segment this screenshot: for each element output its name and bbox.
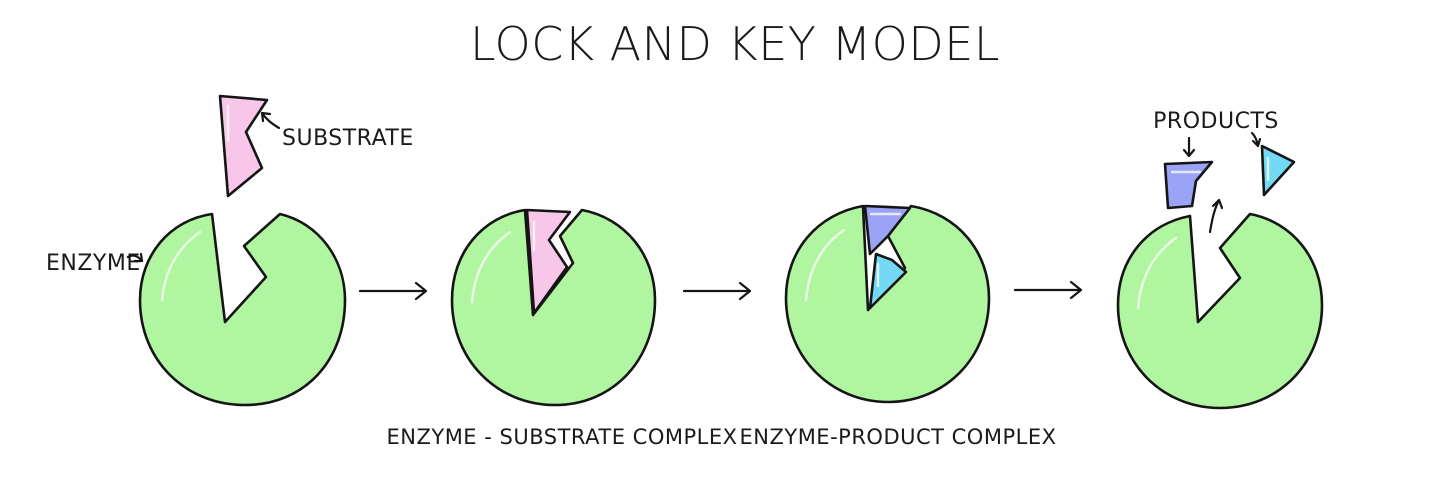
diagram-title: LOCK AND KEY MODEL (470, 17, 1000, 71)
enzyme-shape (138, 212, 347, 407)
enzyme-shape (784, 204, 991, 404)
stage-1-enzyme-and-substrate: SUBSTRATE ENZYME (46, 94, 414, 407)
products-pointer-1 (1182, 136, 1196, 158)
caption-enzyme-product-complex: ENZYME-PRODUCT COMPLEX (740, 425, 1057, 449)
enzyme-pointer-arrow (126, 252, 144, 263)
products-label: PRODUCTS (1153, 109, 1279, 134)
product-1-shape (863, 204, 912, 256)
substrate-shape (218, 94, 269, 198)
enzyme-shape (1116, 212, 1324, 410)
product-2-shape (1260, 144, 1296, 197)
substrate-shape (525, 208, 572, 315)
substrate-pointer-arrow (260, 111, 281, 130)
enzyme-label: ENZYME (46, 251, 141, 276)
step-arrow-2 (682, 281, 752, 301)
release-arrow (1208, 198, 1224, 234)
substrate-label: SUBSTRATE (282, 126, 414, 151)
products-pointer-2 (1250, 131, 1262, 148)
product-1-shape (1163, 160, 1214, 210)
enzyme-shape (450, 208, 657, 407)
step-arrow-3 (1013, 280, 1083, 300)
stage-3-enzyme-product-complex: ENZYME-PRODUCT COMPLEX (740, 204, 1057, 449)
caption-enzyme-substrate-complex: ENZYME - SUBSTRATE COMPLEX (387, 425, 738, 449)
stage-4-products-released: PRODUCTS (1116, 109, 1324, 410)
stage-2-enzyme-substrate-complex: ENZYME - SUBSTRATE COMPLEX (387, 208, 738, 449)
step-arrow-1 (358, 281, 428, 301)
